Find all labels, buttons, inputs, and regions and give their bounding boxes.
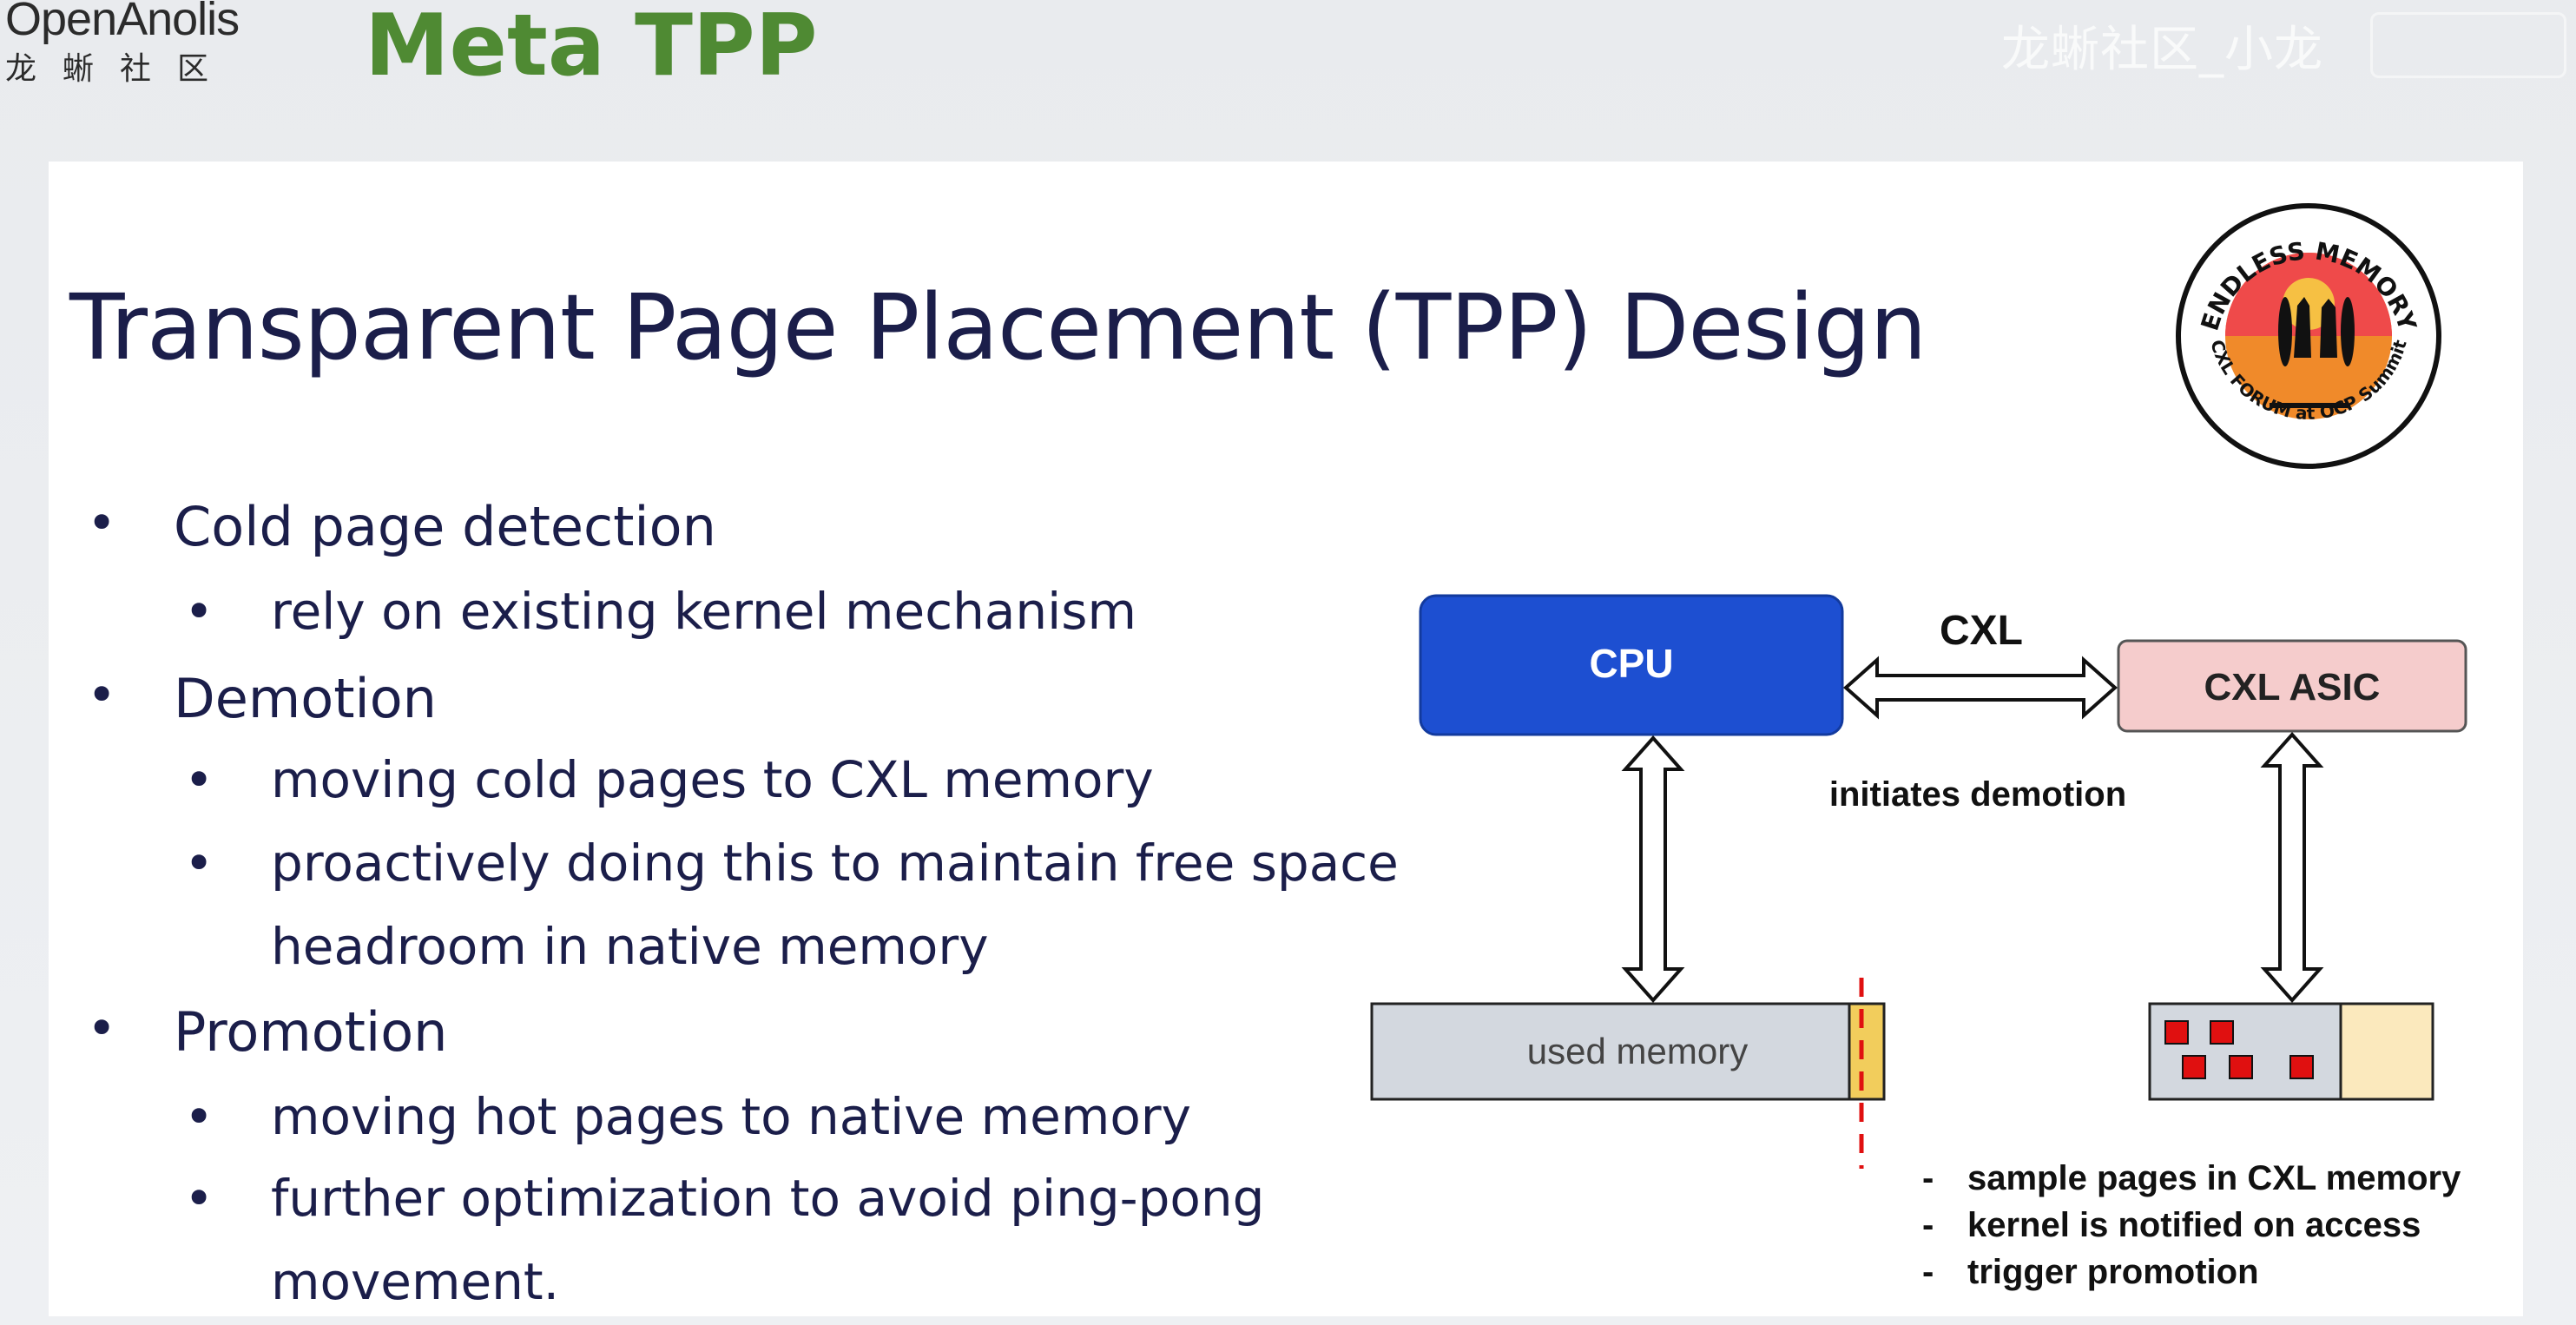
cpu-box [1419, 594, 1844, 736]
cpu-memory-arrow-icon [1621, 735, 1685, 1004]
native-memory-label: used memory [1527, 1031, 1748, 1071]
slide: Transparent Page Placement (TPP) Design … [49, 162, 2523, 1316]
cxl-asic-label: CXL ASIC [2204, 666, 2381, 709]
bullet-text: moving hot pages to native memory [271, 1087, 1191, 1146]
bullet-text: Demotion [174, 667, 437, 730]
header-title: Meta TPP [365, 0, 818, 96]
bullet-text: Cold page detection [174, 495, 716, 558]
note-kernel-notified: kernel is notified on access [1967, 1206, 2421, 1244]
asic-memory-arrow-icon [2260, 731, 2324, 1004]
sampled-page [2210, 1020, 2234, 1045]
bullet-text: headroom in native memory [271, 917, 989, 976]
logo-text: OpenAnolis [5, 0, 240, 45]
cxl-link-label: CXL [1940, 608, 2023, 654]
bullet-text: rely on existing kernel mechanism [271, 582, 1136, 641]
bullet-text: further optimization to avoid ping-pong [271, 1169, 1265, 1228]
cxl-memory-bar [2148, 1002, 2434, 1101]
cxl-asic-box [2117, 639, 2467, 733]
bullet-text: Promotion [174, 1000, 448, 1064]
endless-memory-badge-icon: ENDLESS MEMORY CXL FORUM at OCP Summit [2176, 203, 2441, 469]
native-memory-bar [1370, 1002, 1886, 1101]
cpu-label: CPU [1589, 641, 1673, 686]
logo-subtext: 龙蜥社区 [5, 51, 235, 87]
demotion-label: initiates demotion [1829, 775, 2126, 814]
note-marker: - [1922, 1206, 1934, 1244]
sampled-page [2289, 1055, 2314, 1079]
cxl-free-space [2339, 1002, 2434, 1101]
cxl-link-arrow-icon [1842, 656, 2118, 720]
watermark: 龙蜥社区_小龙 [2001, 22, 2323, 78]
note-marker: - [1922, 1159, 1934, 1197]
watermark-logo-icon [2370, 12, 2566, 78]
native-free-space [1848, 1002, 1886, 1101]
sampled-page [2164, 1020, 2189, 1045]
bullet-text: movement. [271, 1252, 560, 1311]
bullet-text: moving cold pages to CXL memory [271, 750, 1154, 809]
note-marker: - [1922, 1253, 1934, 1291]
note-trigger-promotion: trigger promotion [1967, 1253, 2259, 1291]
openanolis-logo: OpenAnolis 龙蜥社区 [5, 0, 283, 87]
note-sample-pages: sample pages in CXL memory [1967, 1159, 2461, 1197]
sampled-page [2182, 1055, 2206, 1079]
bullet-text: proactively doing this to maintain free … [271, 834, 1399, 893]
sampled-page [2229, 1055, 2253, 1079]
slide-title: Transparent Page Placement (TPP) Design [69, 274, 1927, 380]
